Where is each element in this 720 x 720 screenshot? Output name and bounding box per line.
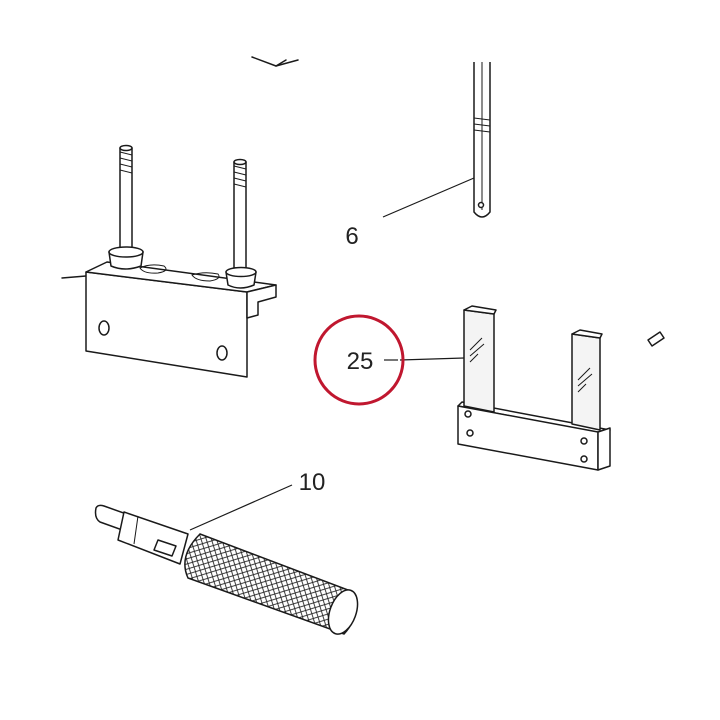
base-hole (466, 429, 474, 437)
base-hole (464, 410, 472, 418)
screwdriver (94, 484, 359, 635)
pin-rod (382, 62, 491, 218)
callout-label-25: 25 (347, 348, 374, 375)
stud-bracket (61, 144, 277, 378)
callout-label-6: 6 (345, 223, 358, 250)
handle-end-cap (327, 589, 359, 635)
mounting-hole (98, 320, 110, 336)
cross-hole (477, 201, 485, 209)
highlight-circle (313, 314, 405, 406)
gauge-block (399, 305, 611, 471)
mounting-hole (216, 345, 228, 361)
partial-part-right (647, 331, 665, 347)
threaded-stud-right (225, 158, 257, 289)
callout-label-10: 10 (299, 469, 326, 496)
partial-part-top (251, 56, 299, 67)
base-hole (580, 437, 588, 445)
threaded-stud-left (108, 144, 144, 270)
base-hole (580, 455, 588, 463)
